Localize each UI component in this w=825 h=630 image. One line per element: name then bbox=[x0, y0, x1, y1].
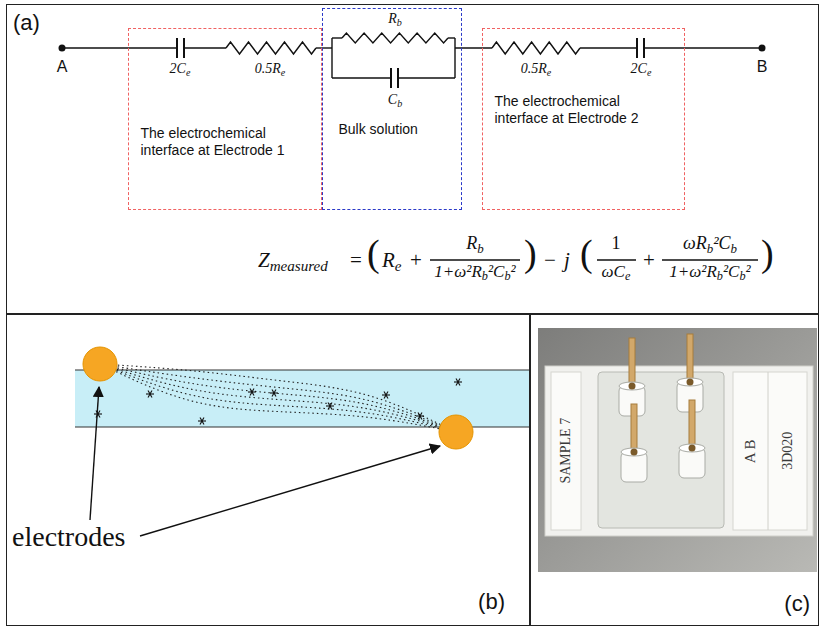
equation-term: j bbox=[564, 249, 570, 272]
interface-box: The electrochemical interface at Electro… bbox=[128, 28, 322, 210]
resistor-symbol bbox=[226, 42, 316, 54]
particle bbox=[326, 403, 334, 410]
particle bbox=[94, 379, 462, 425]
photo-label: SAMPLE 7 bbox=[558, 418, 573, 484]
field-line bbox=[100, 364, 456, 432]
equation-term: ωCe bbox=[602, 263, 631, 284]
terminal-dot bbox=[759, 45, 766, 52]
equation-bracket: ( bbox=[367, 233, 380, 275]
region-label: The electrochemical interface at Electro… bbox=[495, 93, 673, 128]
field-line bbox=[100, 364, 456, 432]
region-label: The electrochemical interface at Electro… bbox=[141, 125, 309, 160]
annotation: electrodes bbox=[12, 522, 126, 553]
slide-sticker bbox=[768, 372, 769, 530]
glass-slide bbox=[545, 366, 813, 536]
particle bbox=[198, 418, 206, 425]
equation-bracket: ) bbox=[524, 233, 537, 275]
field-line bbox=[100, 364, 456, 432]
equation-term: + bbox=[410, 249, 422, 272]
terminal-label: B bbox=[757, 58, 768, 76]
chip-block bbox=[598, 372, 724, 528]
component-label: 2Ce bbox=[631, 61, 652, 78]
equation-term: = bbox=[350, 249, 362, 272]
slide-sticker bbox=[551, 372, 581, 530]
electrode bbox=[83, 347, 117, 381]
electrode bbox=[439, 415, 473, 449]
circuit-wires bbox=[62, 38, 762, 88]
component-label: 0.5Re bbox=[255, 61, 286, 78]
equation-term: Zmeasured bbox=[258, 249, 328, 275]
field-line bbox=[100, 364, 456, 432]
interface-box: The electrochemical interface at Electro… bbox=[482, 28, 685, 210]
equation-term: − bbox=[544, 249, 556, 272]
equation-term: ωRb²Cb bbox=[683, 234, 737, 256]
terminal-label: A bbox=[57, 58, 68, 76]
equation-term: 1+ω²Rb²Cb² bbox=[434, 263, 515, 284]
particle bbox=[270, 390, 278, 397]
field-line bbox=[100, 364, 456, 432]
channel-wall bbox=[75, 369, 530, 370]
equation-term: 1 bbox=[612, 234, 621, 254]
particle bbox=[382, 392, 390, 399]
component-label: Rb bbox=[388, 11, 402, 28]
region-label: Bulk solution bbox=[339, 121, 449, 139]
panel-label: (c) bbox=[784, 590, 810, 618]
panel-frame: (b) bbox=[6, 314, 530, 626]
equation-term: Re bbox=[382, 249, 402, 275]
terminal-dot bbox=[59, 45, 66, 52]
resistor-symbol bbox=[492, 42, 580, 54]
field-line bbox=[100, 364, 456, 432]
leader-line bbox=[140, 446, 440, 536]
component-label: 0.5Re bbox=[521, 61, 552, 78]
panel-label: (a) bbox=[13, 9, 40, 37]
equation-bracket: ( bbox=[580, 233, 593, 275]
bulk-box: Bulk solution bbox=[322, 8, 462, 210]
equation-term: + bbox=[643, 249, 655, 272]
panel-label: (b) bbox=[478, 588, 505, 616]
photo bbox=[538, 328, 817, 572]
equation-term: 1+ω²Rb²Cb² bbox=[669, 263, 750, 284]
tube bbox=[619, 334, 705, 482]
particle bbox=[248, 389, 256, 396]
equation-term: Rb bbox=[466, 234, 483, 256]
panel-frame: The electrochemical interface at Electro… bbox=[6, 4, 819, 314]
slide-sticker bbox=[733, 372, 807, 530]
equation-bracket: ) bbox=[761, 233, 774, 275]
field-line bbox=[100, 364, 456, 432]
panel-frame: (c) bbox=[530, 314, 819, 626]
resistor-symbol bbox=[342, 33, 448, 43]
fraction-bar bbox=[430, 259, 758, 260]
photo-label: 3D020 bbox=[780, 432, 795, 470]
particle bbox=[454, 379, 462, 386]
component-label: 2Ce bbox=[170, 61, 191, 78]
photo-label: A B bbox=[742, 439, 759, 463]
tube bbox=[679, 400, 705, 478]
particle bbox=[416, 413, 424, 420]
particle bbox=[146, 391, 154, 398]
resistor-symbol bbox=[226, 33, 580, 54]
tube bbox=[621, 404, 647, 482]
component-label: Cb bbox=[388, 92, 402, 109]
leader-line bbox=[90, 387, 99, 520]
